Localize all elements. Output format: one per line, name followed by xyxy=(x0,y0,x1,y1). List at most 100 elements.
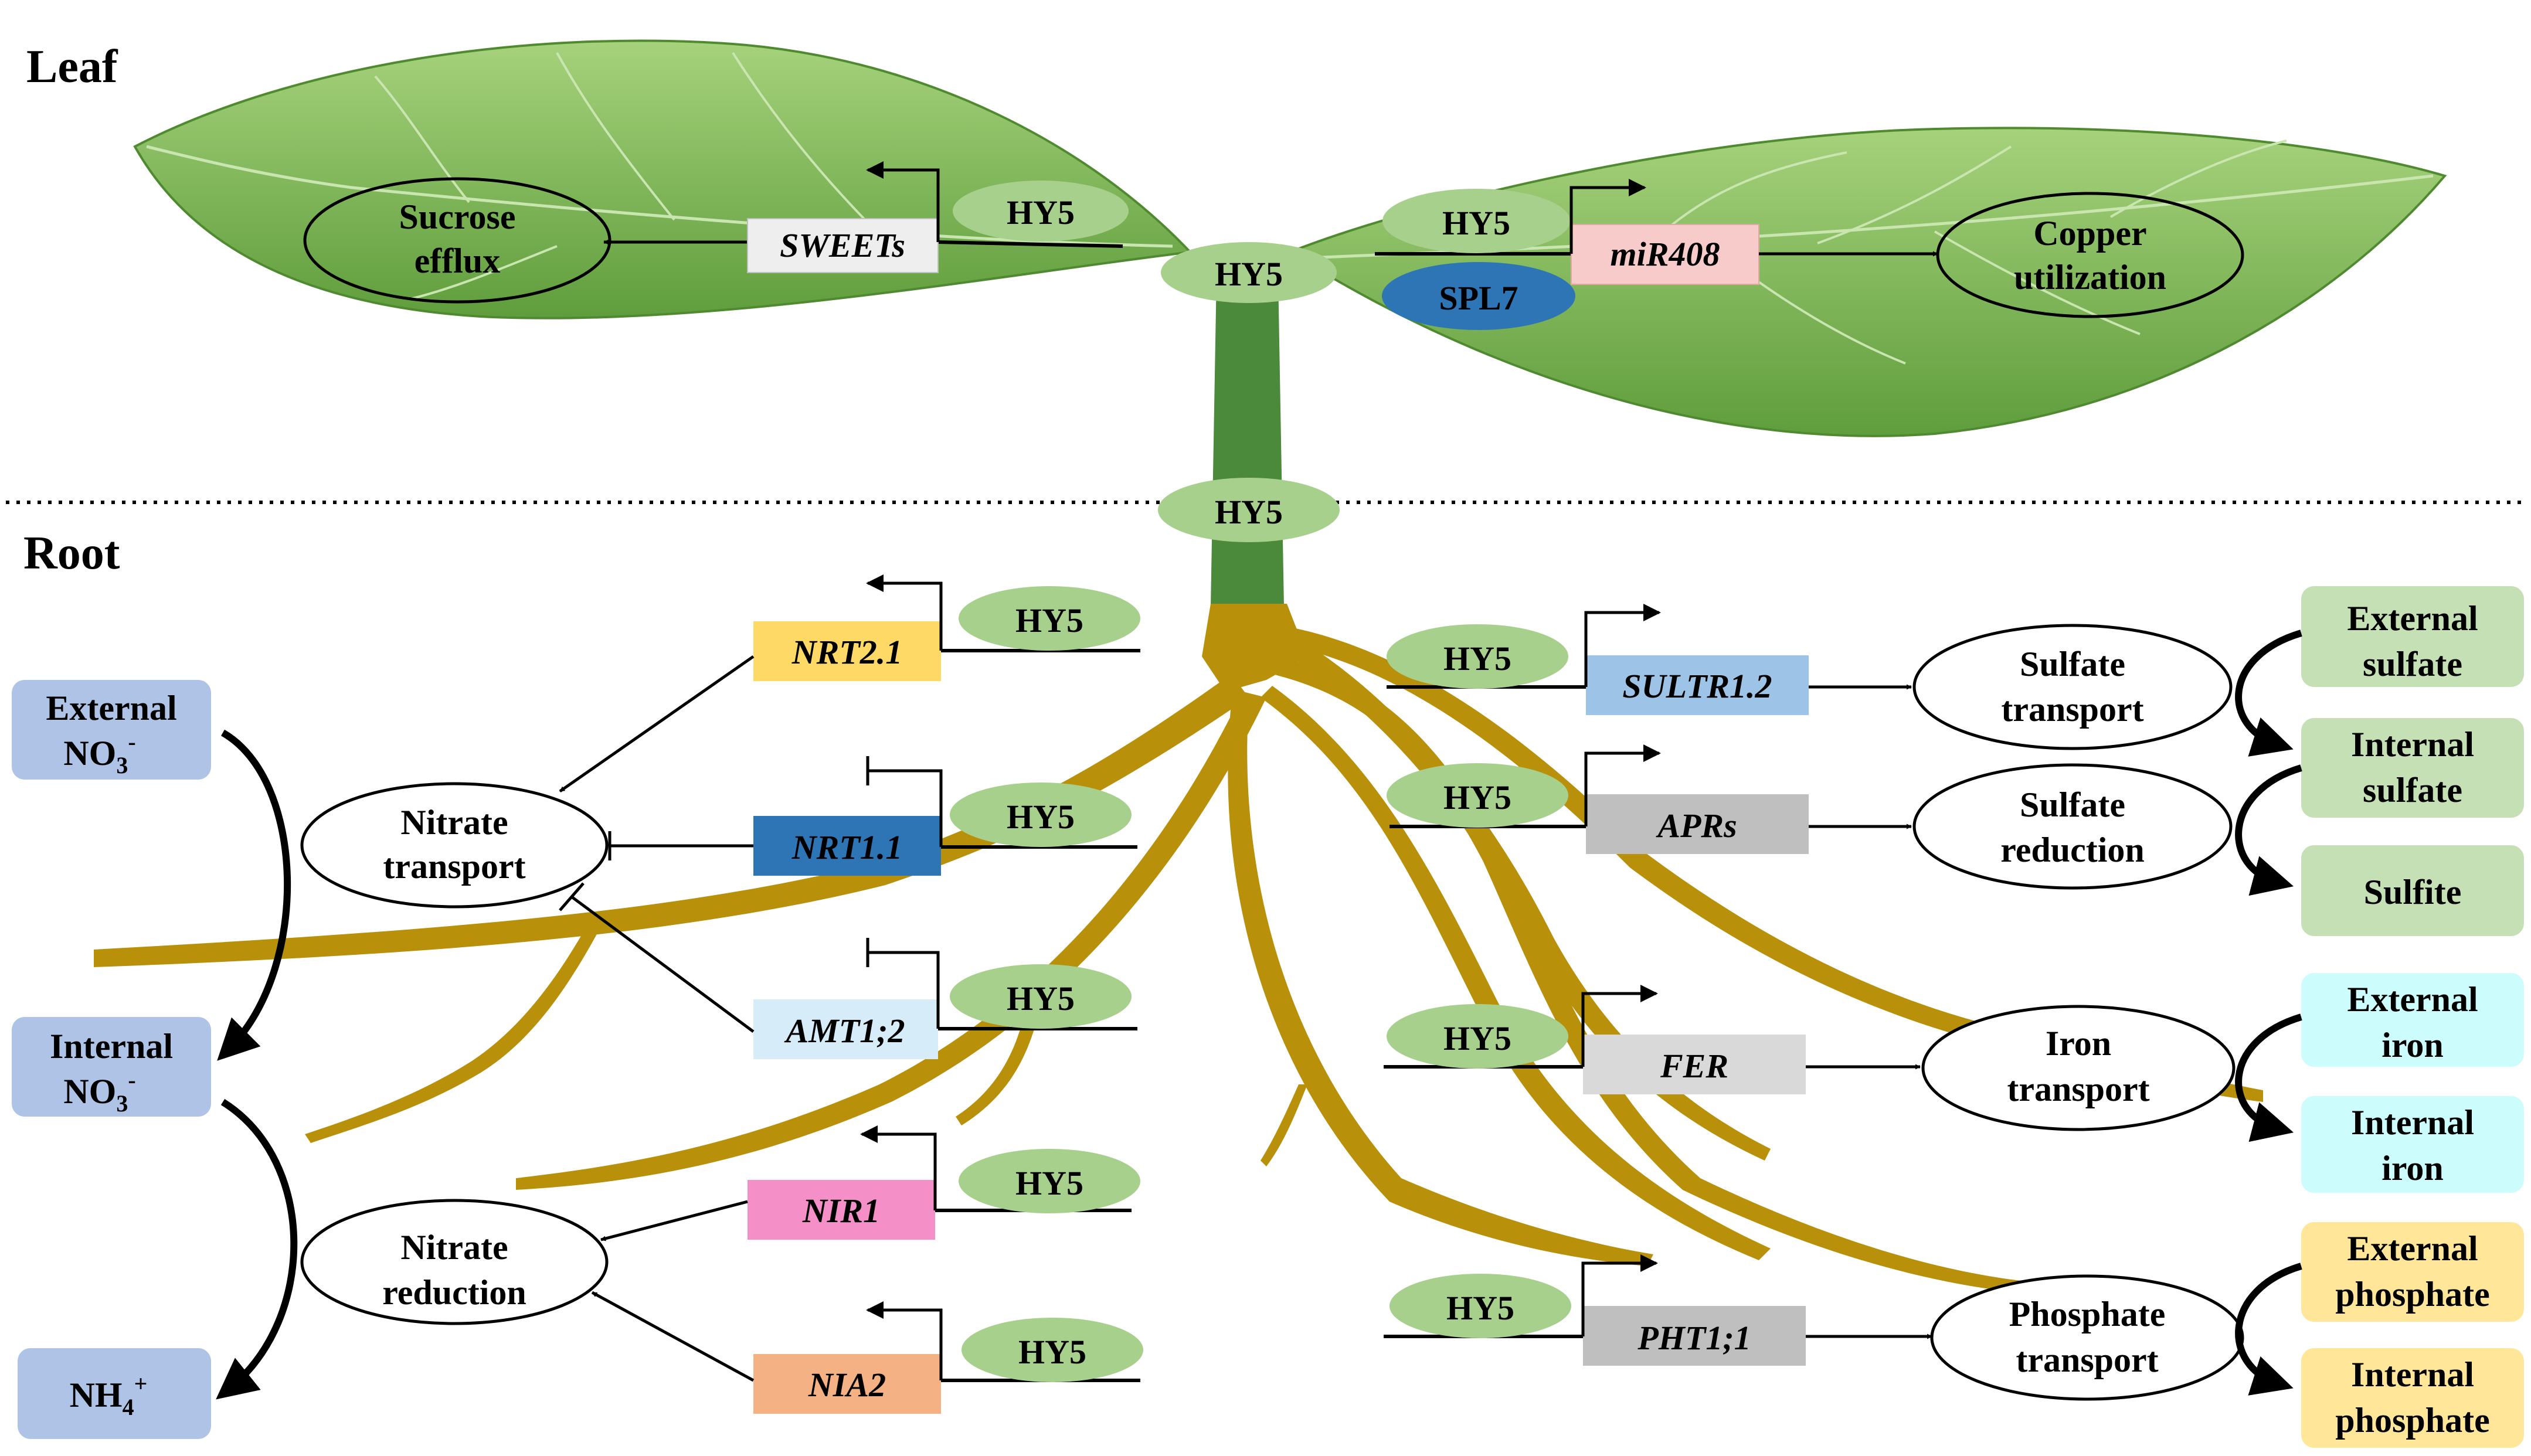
pool-nh4 xyxy=(18,1348,211,1439)
copper-line2: utilization xyxy=(2014,258,2166,297)
arrow-ext-to-int-no3 xyxy=(217,729,291,1061)
gene-sweets: SWEETs xyxy=(780,226,905,264)
hy5-stem-label: HY5 xyxy=(1215,493,1283,531)
nitrate-reduction-line1: Nitrate xyxy=(400,1228,508,1267)
gene-aprs-box xyxy=(1586,794,1809,854)
inhibit-nrt11-to-nitrate-transport xyxy=(608,831,753,860)
process-copper-utilization xyxy=(1936,192,2244,318)
sweets-promoter-line xyxy=(937,240,1123,248)
gene-aprs: APRs xyxy=(1656,807,1737,845)
nir1-tss-arrow xyxy=(860,1125,937,1210)
fer-tss-arrow xyxy=(1581,985,1658,1067)
hy5-nrt11 xyxy=(950,783,1132,847)
leaf-label: Leaf xyxy=(26,41,118,93)
inhibit-amt12-to-nitrate-transport xyxy=(559,882,755,1033)
arrow-nia2-to-nitrate-reduction xyxy=(591,1291,755,1382)
sultr12-tss-arrow xyxy=(1584,604,1661,687)
arrow-nir1-to-nitrate-reduction xyxy=(600,1200,748,1241)
hy5-amt12 xyxy=(950,964,1132,1029)
sucrose-line2: efflux xyxy=(415,241,501,280)
gene-mir408: miR408 xyxy=(1611,235,1720,273)
arrow-ext-to-int-sulfate xyxy=(2235,630,2302,757)
ext-phosphate-line1: External xyxy=(2347,1229,2478,1268)
sulfate-transport-line2: transport xyxy=(2001,690,2143,729)
hy5-aprs-label: HY5 xyxy=(1443,778,1511,817)
int-phosphate-line1: Internal xyxy=(2351,1355,2474,1394)
sulfate-reduction-line2: reduction xyxy=(2000,831,2145,869)
gene-amt12-box xyxy=(753,999,938,1059)
nitrate-transport-line1: Nitrate xyxy=(400,803,508,842)
hy5-pht11-label: HY5 xyxy=(1446,1289,1514,1327)
gene-nia2-box xyxy=(753,1354,941,1414)
ext-sulfate-line2: sulfate xyxy=(2363,645,2462,683)
phosphate-transport-line1: Phosphate xyxy=(2009,1295,2166,1333)
pool-internal-iron xyxy=(2301,1096,2524,1193)
ext-sulfate-line1: External xyxy=(2347,599,2478,638)
spl7-label: SPL7 xyxy=(1439,279,1518,317)
pool-internal-phosphate xyxy=(2301,1348,2524,1448)
hy5-fer xyxy=(1387,1004,1568,1069)
nitrate-reduction-line2: reduction xyxy=(382,1273,526,1312)
gene-nir1: NIR1 xyxy=(802,1192,880,1230)
ext-iron-line1: External xyxy=(2347,980,2478,1019)
arrow-ext-to-int-iron xyxy=(2235,1013,2302,1142)
nrt11-repression-tss xyxy=(866,756,943,847)
hy5-sweets xyxy=(953,181,1129,241)
root-label: Root xyxy=(23,528,120,579)
int-phosphate-line2: phosphate xyxy=(2335,1401,2489,1440)
gene-fer-box xyxy=(1583,1035,1806,1094)
int-sulfate-line1: Internal xyxy=(2351,725,2474,764)
hy5-nir1 xyxy=(959,1149,1140,1213)
pool-external-no3 xyxy=(12,680,211,780)
phosphate-transport-line2: transport xyxy=(2016,1341,2158,1379)
copper-line1: Copper xyxy=(2033,214,2146,253)
nitrate-transport-line2: transport xyxy=(383,847,525,886)
sweets-tss-arrow xyxy=(866,161,940,242)
nrt21-tss-arrow xyxy=(866,574,943,651)
pool-internal-no3 xyxy=(12,1017,211,1117)
gene-nir1-box xyxy=(748,1180,935,1240)
right-leaf xyxy=(1287,127,2447,437)
hy5-nrt21 xyxy=(959,586,1140,651)
sulfate-transport-line1: Sulfate xyxy=(2020,645,2125,683)
arrow-int-no3-to-nh4 xyxy=(216,1098,298,1400)
hy5-leaf-center-label: HY5 xyxy=(1215,255,1283,293)
pool-internal-sulfate xyxy=(2301,718,2524,818)
hy5-sultr12-label: HY5 xyxy=(1443,639,1511,678)
hy5-nrt21-label: HY5 xyxy=(1015,601,1083,639)
pool-sulfite xyxy=(2301,845,2524,936)
gene-pht11: PHT1;1 xyxy=(1637,1319,1751,1357)
process-nitrate-transport xyxy=(300,782,609,909)
hy5-nia2 xyxy=(962,1318,1143,1382)
sucrose-line1: Sucrose xyxy=(399,198,516,236)
hy5-fer-label: HY5 xyxy=(1443,1019,1511,1057)
int-no3-line1: Internal xyxy=(50,1027,173,1066)
left-leaf xyxy=(133,39,1193,319)
int-iron-line1: Internal xyxy=(2351,1103,2474,1142)
int-sulfate-line2: sulfate xyxy=(2363,771,2462,809)
gene-nrt11: NRT1.1 xyxy=(791,828,903,866)
nh4-label: NH4+ xyxy=(70,1370,148,1420)
hy5-mir408 xyxy=(1382,189,1570,253)
iron-transport-line2: transport xyxy=(2007,1070,2149,1108)
gene-fer: FER xyxy=(1660,1047,1728,1085)
gene-sultr12: SULTR1.2 xyxy=(1622,667,1772,705)
process-sulfate-transport xyxy=(1912,624,2233,750)
stem xyxy=(1211,275,1284,607)
process-iron-transport xyxy=(1921,1005,2236,1131)
hy5-sweets-label: HY5 xyxy=(1007,193,1075,232)
process-phosphate-transport xyxy=(1930,1274,2244,1401)
process-nitrate-reduction xyxy=(300,1199,609,1325)
hy5-leaf-center xyxy=(1161,242,1337,303)
gene-pht11-box xyxy=(1583,1306,1806,1366)
hy5-nrt11-label: HY5 xyxy=(1007,798,1075,836)
ext-no3-line1: External xyxy=(46,689,176,727)
pool-external-sulfate xyxy=(2301,586,2524,687)
iron-transport-line1: Iron xyxy=(2046,1024,2111,1063)
hy5-nir1-label: HY5 xyxy=(1015,1164,1083,1202)
arrow-ext-to-int-phosphate xyxy=(2235,1263,2302,1396)
spl7-protein xyxy=(1382,262,1575,330)
pool-external-iron xyxy=(2301,973,2524,1067)
gene-sweets-box xyxy=(747,218,939,273)
